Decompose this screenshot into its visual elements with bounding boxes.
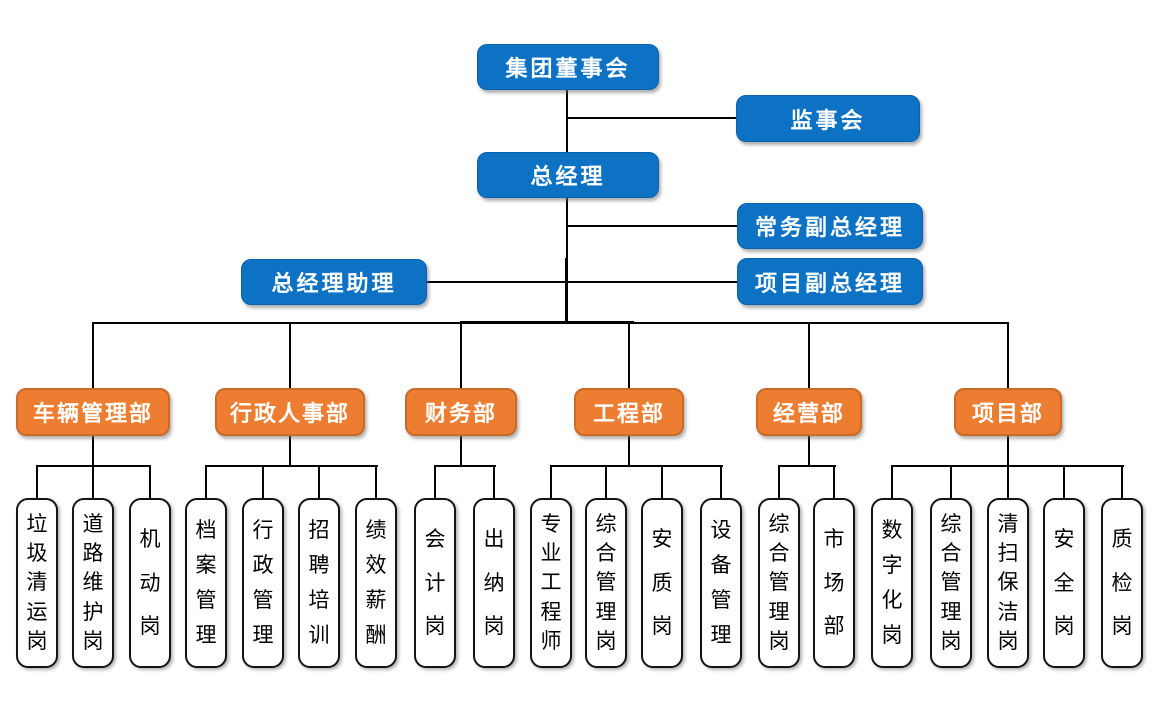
connector-line xyxy=(427,281,738,283)
connector-line xyxy=(628,324,630,389)
position-node[interactable]: 综合管理岗 xyxy=(585,498,627,668)
connector-line xyxy=(605,465,607,498)
connector-line xyxy=(1121,465,1123,498)
connector-line xyxy=(833,465,835,498)
node-executive-deputy-gm[interactable]: 常务副总经理 xyxy=(737,203,923,249)
connector-line xyxy=(205,465,378,467)
connector-line xyxy=(92,324,94,389)
connector-line xyxy=(1007,465,1009,498)
position-node[interactable]: 安全岗 xyxy=(1043,498,1085,668)
connector-line xyxy=(1007,324,1009,389)
node-dept-operations[interactable]: 经营部 xyxy=(756,388,862,436)
position-node[interactable]: 数字化岗 xyxy=(871,498,913,668)
node-general-manager[interactable]: 总经理 xyxy=(477,152,659,198)
connector-line xyxy=(460,324,462,389)
connector-line xyxy=(808,324,810,389)
position-node[interactable]: 出纳岗 xyxy=(473,498,515,668)
position-node[interactable]: 机动岗 xyxy=(129,498,171,668)
position-node[interactable]: 综合管理岗 xyxy=(930,498,972,668)
position-node[interactable]: 垃圾清运岗 xyxy=(16,498,58,668)
connector-line xyxy=(778,465,780,498)
position-node[interactable]: 道路维护岗 xyxy=(72,498,114,668)
position-node[interactable]: 安质岗 xyxy=(641,498,683,668)
connector-line xyxy=(720,465,722,498)
position-node[interactable]: 市场部 xyxy=(813,498,855,668)
node-project-deputy-gm[interactable]: 项目副总经理 xyxy=(737,258,923,305)
connector-line xyxy=(1063,465,1065,498)
position-node[interactable]: 绩效薪酬 xyxy=(355,498,397,668)
connector-line xyxy=(550,465,552,498)
connector-line xyxy=(891,465,893,498)
node-dept-admin-hr[interactable]: 行政人事部 xyxy=(215,388,365,436)
position-node[interactable]: 招聘培训 xyxy=(298,498,340,668)
position-node[interactable]: 专业工程师 xyxy=(530,498,572,668)
connector-line xyxy=(628,436,630,467)
connector-line xyxy=(92,436,94,467)
connector-line xyxy=(566,90,568,152)
position-node[interactable]: 设备管理 xyxy=(700,498,742,668)
connector-line xyxy=(460,321,634,324)
node-supervisory-board[interactable]: 监事会 xyxy=(736,95,920,142)
connector-line xyxy=(289,436,291,467)
connector-line xyxy=(778,465,836,467)
connector-line xyxy=(434,465,436,498)
connector-line xyxy=(205,465,207,498)
position-node[interactable]: 档案管理 xyxy=(185,498,227,668)
connector-line xyxy=(1007,436,1009,467)
connector-line xyxy=(289,324,291,389)
connector-line xyxy=(566,225,738,227)
connector-line xyxy=(92,465,94,498)
node-dept-finance[interactable]: 财务部 xyxy=(405,388,517,436)
node-dept-project[interactable]: 项目部 xyxy=(954,388,1062,436)
connector-line xyxy=(566,117,738,119)
connector-line xyxy=(262,465,264,498)
node-gm-assistant[interactable]: 总经理助理 xyxy=(241,259,427,305)
position-node[interactable]: 清扫保洁岗 xyxy=(987,498,1029,668)
connector-line xyxy=(149,465,151,498)
position-node[interactable]: 会计岗 xyxy=(414,498,456,668)
connector-line xyxy=(375,465,377,498)
connector-line xyxy=(808,436,810,467)
position-node[interactable]: 质检岗 xyxy=(1101,498,1143,668)
connector-line xyxy=(661,465,663,498)
connector-line xyxy=(460,436,462,467)
connector-line xyxy=(550,465,723,467)
connector-line xyxy=(36,465,38,498)
connector-line xyxy=(566,197,568,259)
connector-line xyxy=(493,465,495,498)
position-node[interactable]: 行政管理 xyxy=(242,498,284,668)
node-dept-engineering[interactable]: 工程部 xyxy=(574,388,684,436)
position-node[interactable]: 综合管理岗 xyxy=(758,498,800,668)
connector-line xyxy=(318,465,320,498)
connector-line xyxy=(565,258,568,324)
connector-line xyxy=(434,465,496,467)
node-dept-vehicle-management[interactable]: 车辆管理部 xyxy=(16,388,170,436)
connector-line xyxy=(950,465,952,498)
node-board-of-directors[interactable]: 集团董事会 xyxy=(477,44,659,90)
